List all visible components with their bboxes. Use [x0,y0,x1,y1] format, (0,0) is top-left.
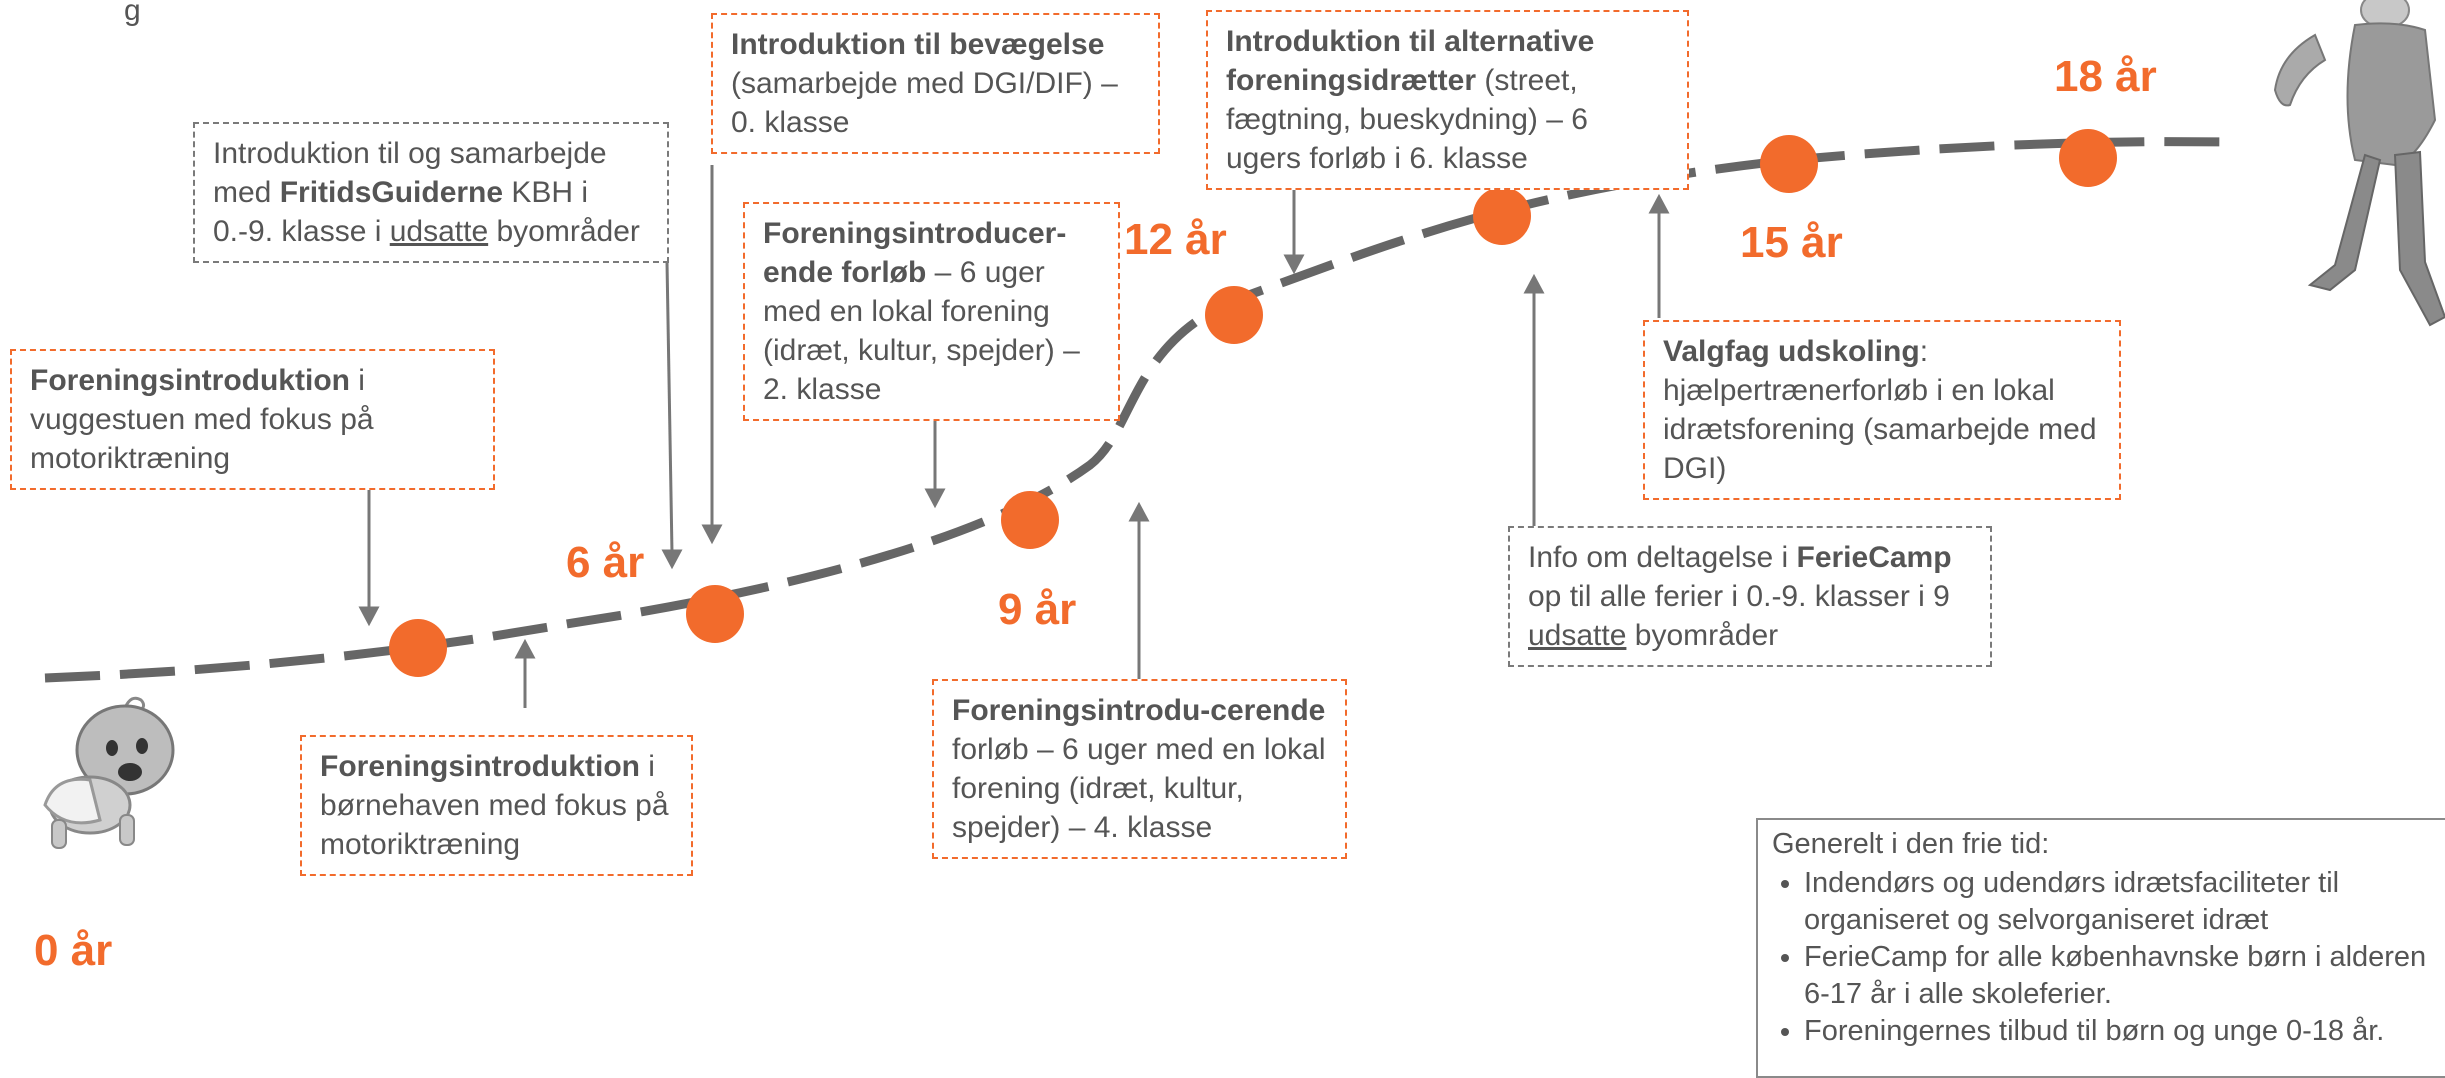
box-foreningsforloeb-2: Foreningsintroducer-ende forløb – 6 uger… [743,202,1120,421]
box-post: byområder [488,215,640,248]
milestone-dot [389,619,447,677]
milestone-dot [1473,187,1531,245]
box-text: forløb – 6 uger med en lokal forening (i… [952,733,1326,844]
list-item: FerieCamp for alle københavnske børn i a… [1804,939,2440,1013]
box-bold: FerieCamp [1796,541,1952,574]
box-mid: op til alle ferier i 0.-9. klasser i 9 [1528,580,1950,613]
box-text: i børnehaven med fokus på motoriktræning [320,750,669,861]
milestone-dot [2059,129,2117,187]
box-bold: Foreningsintrodu-cerende [952,694,1326,727]
box-text: – 6 uger med en lokal forening (idræt, k… [763,256,1080,406]
box-feriecamp: Info om deltagelse i FerieCamp op til al… [1508,526,1992,667]
box-underline: udsatte [389,215,489,248]
age-label-18: 18 år [2054,52,2157,101]
general-title: Generelt i den frie tid: [1772,828,2050,860]
box-vuggestue: Foreningsintroduktion i vuggestuen med f… [10,349,495,490]
box-bold: Foreningsintroduktion [320,750,640,783]
age-label-0: 0 år [34,926,113,975]
baby-figure-icon [43,696,175,849]
box-bold: Foreningsintroduktion [30,364,350,397]
box-text: i vuggestuen med fokus på motoriktræning [30,364,374,475]
box-foreningsforloeb-4: Foreningsintrodu-cerende forløb – 6 uger… [932,679,1347,859]
list-item: Indendørs og udendørs idrætsfaciliteter … [1804,865,2440,939]
adult-figure-icon [2273,0,2445,327]
milestone-dot [1001,491,1059,549]
box-boernehave: Foreningsintroduktion i børnehaven med f… [300,735,693,876]
timeline-path [44,137,2226,683]
box-text: (samarbejde med DGI/DIF) – 0. klasse [731,67,1118,139]
box-bold: FritidsGuiderne [279,176,504,209]
box-text: : hjælpertrænerforløb i en lokal idrætsf… [1663,335,2097,485]
title-fragment: g [124,0,141,27]
age-label-9: 9 år [998,585,1077,634]
box-valgfag: Valgfag udskoling: hjælpertrænerforløb i… [1643,320,2121,500]
age-label-6: 6 år [566,538,645,587]
box-bold: Foreningsintroducer-ende forløb [763,217,1067,289]
box-underline: udsatte [1528,619,1627,652]
milestone-dot [1760,135,1818,193]
box-bold: Introduktion til bevægelse [731,28,1105,61]
box-pre: Introduktion til og samarbejde med [213,137,607,209]
box-fritidsguiderne: Introduktion til og samarbejde med Friti… [193,122,669,263]
general-info-box: Generelt i den frie tid: Indendørs og ud… [1756,818,2445,1078]
list-item: Foreningernes tilbud til børn og unge 0-… [1804,1013,2440,1050]
box-pre: Info om deltagelse i [1528,541,1797,574]
milestone-dot [686,585,744,643]
age-label-15: 15 år [1740,218,1843,267]
box-mid: KBH i 0.-9. klasse i [213,176,589,248]
box-post: byområder [1626,619,1779,652]
box-alternative: Introduktion til alternative foreningsid… [1206,10,1689,190]
box-bevaegelse: Introduktion til bevægelse (samarbejde m… [711,13,1160,154]
general-list: Indendørs og udendørs idrætsfaciliteter … [1772,865,2440,1050]
box-text: (street, fægtning, bueskydning) – 6 uger… [1226,64,1588,175]
milestone-dots [389,129,2117,677]
box-bold: Valgfag udskoling [1663,335,1920,368]
age-label-12: 12 år [1124,215,1227,264]
box-bold: Introduktion til alternative foreningsid… [1226,25,1595,97]
milestone-dot [1205,286,1263,344]
